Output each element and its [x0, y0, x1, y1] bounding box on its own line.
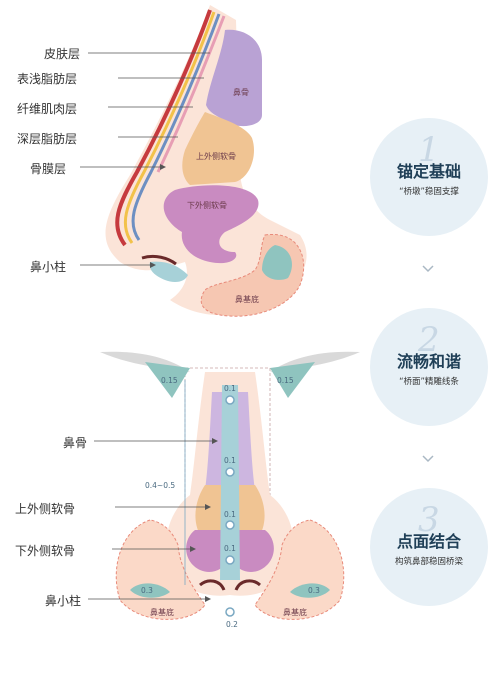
label-nasal-bone: 鼻骨	[63, 436, 88, 450]
step-2-subtitle: “桥面”精雕线条	[399, 377, 459, 387]
label-skin: 皮肤层	[44, 47, 81, 61]
value-range: 0.4~0.5	[145, 481, 176, 490]
label-deep-fat: 深层脂肪层	[17, 132, 78, 146]
value-2: 0.1	[224, 456, 236, 465]
label-fibromuscular: 纤维肌肉层	[17, 102, 78, 116]
nasal-base-green	[262, 245, 292, 280]
value-right-top: 0.15	[277, 376, 294, 385]
value-left-top: 0.15	[161, 376, 178, 385]
label-superficial-fat: 表浅脂肪层	[17, 72, 78, 86]
step-3-circle: 3 点面结合 构筑鼻部稳固桥梁	[370, 488, 488, 606]
layer-yellow	[123, 11, 216, 244]
organ-lower-lateral: 下外侧软骨	[187, 201, 227, 210]
layer-blue	[131, 13, 221, 241]
label-periosteum: 骨膜层	[30, 162, 67, 176]
step-1-circle: 1 锚定基础 “桥墩”稳固支撑	[370, 118, 488, 236]
organ-nasal-base: 鼻基底	[235, 295, 259, 304]
step-1-subtitle: “桥墩”稳固支撑	[399, 187, 459, 197]
nasal-bone-shape	[206, 29, 262, 127]
columella-shape	[149, 261, 188, 283]
label-upper-lateral: 上外侧软骨	[15, 502, 76, 516]
value-right-base: 0.3	[308, 586, 320, 595]
right-base-green	[290, 583, 330, 598]
organ-upper-lateral: 上外侧软骨	[196, 152, 236, 161]
step-3-title: 点面结合	[396, 532, 461, 551]
left-nostril	[199, 579, 226, 591]
chevron-down-icon	[422, 265, 434, 273]
label-columella-bottom: 鼻小柱	[45, 594, 82, 608]
chevron-down-icon	[422, 455, 434, 463]
lower-lateral-shape	[163, 185, 259, 264]
organ-nasal-bone: 鼻骨	[233, 88, 249, 97]
columella-dark	[141, 254, 177, 266]
step-1-title: 锚定基础	[396, 162, 461, 181]
value-left-base: 0.3	[141, 586, 153, 595]
left-base-green	[130, 583, 170, 598]
value-1: 0.1	[224, 384, 236, 393]
step-2-number: 2	[418, 320, 440, 360]
step-3-number: 3	[418, 500, 440, 540]
value-tip: 0.2	[226, 620, 238, 629]
organ-left-base: 鼻基底	[150, 608, 174, 617]
layer-red	[115, 9, 212, 247]
layer-pink	[156, 15, 226, 173]
step-2-circle: 2 流畅和谐 “桥面”精雕线条	[370, 308, 488, 426]
label-lower-lateral: 下外侧软骨	[15, 544, 76, 558]
right-triangle	[270, 362, 315, 398]
step-1-number: 1	[418, 130, 440, 170]
front-midline	[220, 385, 240, 580]
step-2-title: 流畅和谐	[396, 352, 461, 371]
left-triangle	[145, 362, 190, 398]
organ-right-base: 鼻基底	[283, 608, 307, 617]
upper-lateral-shape	[182, 112, 255, 185]
step-3-subtitle: 构筑鼻部稳固桥梁	[394, 557, 463, 567]
value-3: 0.1	[224, 510, 236, 519]
right-nostril	[234, 579, 261, 591]
label-columella-top: 鼻小柱	[30, 260, 67, 274]
value-4: 0.1	[224, 544, 236, 553]
